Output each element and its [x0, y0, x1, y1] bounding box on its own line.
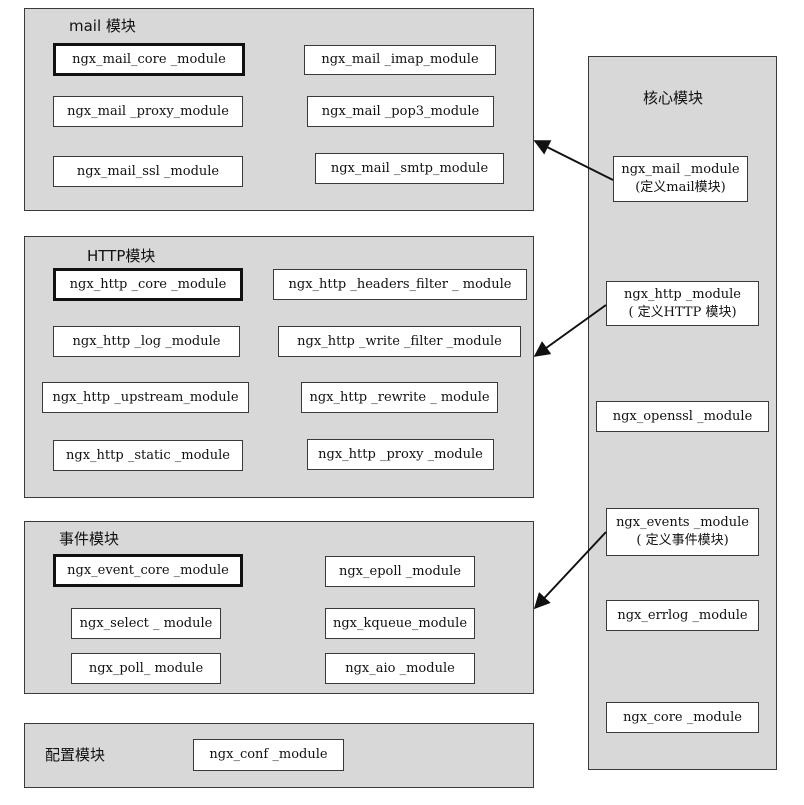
ngx-aio-module: ngx_aio _module	[325, 653, 475, 684]
ngx-conf-module: ngx_conf _module	[193, 739, 344, 771]
ngx-http-rewrite-module: ngx_http _rewrite _ module	[301, 382, 498, 413]
ngx-http-write-filter-module: ngx_http _write _filter _module	[278, 326, 521, 357]
ngx-mail-ssl-module: ngx_mail_ssl _module	[53, 156, 243, 187]
ngx-mail-module-desc: (定义mail模块)	[635, 180, 726, 195]
ngx-epoll-module: ngx_epoll _module	[325, 556, 475, 587]
ngx-kqueue-module: ngx_kqueue_module	[325, 608, 475, 639]
ngx-mail-module-name: ngx_mail _module	[621, 162, 740, 177]
ngx-http-proxy-module: ngx_http _proxy _module	[307, 439, 494, 470]
ngx-mail-module: ngx_mail _module (定义mail模块)	[613, 156, 748, 202]
ngx-http-headers-filter-module: ngx_http _headers_filter _ module	[273, 269, 527, 300]
event-group-title: 事件模块	[59, 530, 120, 548]
config-group-title: 配置模块	[45, 746, 106, 764]
ngx-http-module-desc: ( 定义HTTP 模块)	[628, 304, 737, 320]
core-group-title: 核心模块	[643, 89, 704, 107]
ngx-mail-pop3-module: ngx_mail _pop3_module	[307, 96, 494, 127]
ngx-mail-imap-module: ngx_mail _imap_module	[304, 45, 496, 75]
http-group-title: HTTP模块	[87, 247, 156, 265]
ngx-events-module: ngx_events _module ( 定义事件模块)	[606, 508, 759, 556]
mail-group-title: mail 模块	[69, 17, 136, 35]
ngx-http-module: ngx_http _module ( 定义HTTP 模块)	[606, 281, 759, 326]
ngx-mail-proxy-module: ngx_mail _proxy_module	[53, 96, 243, 127]
ngx-poll-module: ngx_poll_ module	[71, 653, 221, 684]
ngx-events-module-desc: ( 定义事件模块)	[636, 533, 729, 548]
ngx-mail-smtp-module: ngx_mail _smtp_module	[315, 153, 504, 184]
ngx-events-module-name: ngx_events _module	[616, 515, 749, 530]
ngx-http-core-module: ngx_http _core _module	[53, 268, 243, 301]
ngx-openssl-module: ngx_openssl _module	[596, 401, 769, 432]
ngx-http-log-module: ngx_http _log _module	[53, 326, 240, 357]
ngx-select-module: ngx_select _ module	[71, 608, 221, 639]
ngx-http-module-name: ngx_http _module	[624, 286, 741, 302]
ngx-http-static-module: ngx_http _static _module	[53, 440, 243, 471]
ngx-mail-core-module: ngx_mail_core _module	[53, 43, 245, 76]
ngx-core-module: ngx_core _module	[606, 702, 759, 733]
ngx-errlog-module: ngx_errlog _module	[606, 600, 759, 631]
ngx-event-core-module: ngx_event_core _module	[53, 554, 243, 587]
ngx-http-upstream-module: ngx_http _upstream_module	[42, 382, 249, 413]
